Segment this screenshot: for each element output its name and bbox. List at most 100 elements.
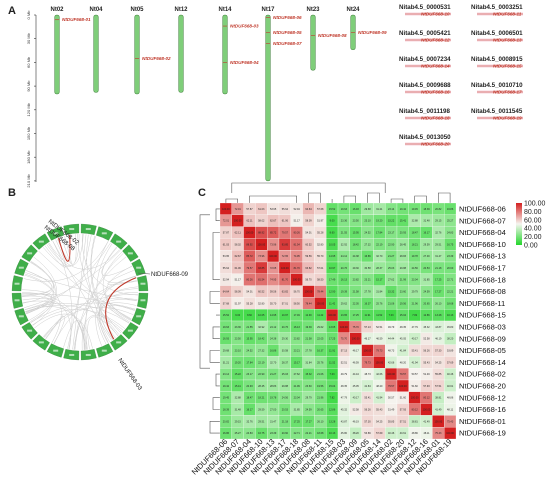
heatmap-cell-value: 88.92: [258, 232, 265, 235]
legend-tick-label: 20.00: [524, 234, 542, 241]
heatmap-cell-value: 10.05: [258, 314, 265, 317]
synteny-link: [42, 234, 80, 267]
heatmap-cell-value: 12.90: [305, 314, 312, 317]
heatmap-cell-value: 57.68: [223, 302, 230, 305]
heatmap-cell-value: 27.00: [270, 409, 277, 412]
heatmap-cell-value: 51.60: [400, 397, 407, 400]
heatmap-cell-value: 10.13: [329, 432, 336, 435]
heatmap-cell-value: 22.05: [317, 338, 324, 341]
heatmap-row-label: NtDUF668-12: [459, 393, 506, 402]
heatmap-cell-value: 56.70: [294, 291, 301, 294]
heatmap-cell-value: 46.17: [353, 350, 360, 353]
heatmap-cell-value: 15.32: [388, 291, 395, 294]
heatmap-cell-value: 29.88: [282, 385, 289, 388]
heatmap-cell-value: 31.84: [305, 361, 312, 364]
heatmap-cell-value: 7.03: [389, 314, 394, 317]
heatmap-cell-value: 58.50: [317, 279, 324, 282]
heatmap-cell-value: 54.01: [246, 291, 253, 294]
scaffold-name: Nitab4.5_0011545: [471, 108, 523, 115]
heatmap-cell-value: 47.79: [412, 326, 419, 329]
heatmap-cell-value: 15.22: [388, 220, 395, 223]
heatmap-cell-value: 62.11: [246, 220, 253, 223]
heatmap-cell-value: 46.59: [376, 338, 383, 341]
mb-tick-label: 0 Mb: [26, 10, 31, 20]
heatmap-cell-value: 7.03: [330, 373, 335, 376]
mb-tick-label: 30 Mb: [26, 32, 31, 44]
heatmap-cell-value: 16.37: [364, 302, 371, 305]
heatmap-cell-value: 46.19: [353, 420, 360, 423]
heatmap-cell-value: 40.46: [388, 432, 395, 435]
synteny-link: [101, 247, 133, 276]
heatmap-cell-value: 11.42: [317, 314, 324, 317]
heatmap-cell-value: 42.66: [376, 373, 383, 376]
heatmap-cell-value: 16.75: [258, 432, 265, 435]
heatmap-cell-value: 22.21: [447, 291, 454, 294]
heatmap-cell-value: 31.48: [235, 409, 242, 412]
heatmap-cell-value: 41.49: [435, 409, 442, 412]
heatmap-cell-value: 15.52: [329, 208, 336, 211]
heatmap-cell-value: 57.51: [400, 420, 407, 423]
heatmap-cell-value: 100.00: [399, 385, 407, 388]
legend-colorbar: [516, 203, 522, 245]
synteny-link: [52, 240, 112, 341]
heatmap-cell-value: 38.81: [412, 420, 419, 423]
heatmap-cell-value: 48.20: [376, 385, 383, 388]
heatmap-cell-value: 23.36: [235, 326, 242, 329]
heatmap-cell-value: 13.28: [329, 420, 336, 423]
heatmap-cell-value: 48.86: [447, 397, 454, 400]
segment-tag: [18, 315, 24, 318]
heatmap-cell-value: 23.17: [388, 232, 395, 235]
heatmap-cell-value: 79.57: [282, 232, 289, 235]
mb-tick-label: 60 Mb: [26, 56, 31, 68]
heatmap-cell-value: 57.69: [376, 432, 383, 435]
heatmap-cell-value: 79.73: [376, 350, 383, 353]
heatmap-cell-value: 23.50: [235, 338, 242, 341]
heatmap-cell-value: 31.47: [270, 420, 277, 423]
dendrogram-branch: [367, 192, 380, 203]
scaffold-gene-label: NtDUF668-16: [421, 90, 450, 95]
heatmap-cell-value: 10.13: [447, 314, 454, 317]
chromosome-name: Nt23: [306, 7, 320, 13]
panel-b: B NtDUF668-02NtDUF668-08NtDUF668-09NtDUF…: [8, 187, 189, 392]
dendrogram-branch: [225, 198, 238, 203]
mb-tick-label: 90 Mb: [26, 80, 31, 92]
mb-tick-label: 210 Mb: [26, 173, 31, 187]
heatmap-cell-value: 16.75: [447, 243, 454, 246]
heatmap-cell-value: 28.45: [258, 385, 265, 388]
heatmap-cell-value: 28.83: [270, 385, 277, 388]
heatmap-cell-value: 19.42: [400, 208, 407, 211]
heatmap-cell-value: 79.57: [246, 267, 253, 270]
heatmap-cell-value: 47.79: [341, 397, 348, 400]
heatmap-row-label: NtDUF668-03: [459, 323, 506, 332]
heatmap-cell-value: 25.03: [388, 267, 395, 270]
heatmap-cell-value: 19.78: [412, 255, 419, 258]
heatmap-cell-value: 32.70: [270, 361, 277, 364]
heatmap-cell-value: 29.51: [435, 243, 442, 246]
heatmap-cell-value: 20.93: [246, 385, 253, 388]
heatmap-cell-value: 23.10: [235, 350, 242, 353]
gene-label: NtDUF668-02: [142, 56, 171, 61]
synteny-link: [22, 300, 86, 350]
scaffold-name: Nitab4.5_0013050: [399, 134, 451, 141]
heatmap-cell-value: 18.47: [412, 232, 419, 235]
heatmap-cell-value: 53.89: [447, 350, 454, 353]
heatmap-cell-value: 93.85: [258, 267, 265, 270]
synteny-link: [22, 295, 72, 350]
scaffold-name: Nitab4.5_0007234: [399, 56, 451, 63]
scaffold-gene-label: NtDUF668-11: [493, 12, 522, 17]
heatmap-cell-value: 18.42: [353, 243, 360, 246]
heatmap-cell: [444, 427, 457, 440]
heatmap-cell-value: 20.82: [223, 420, 230, 423]
heatmap-cell-value: 56.70: [305, 279, 312, 282]
heatmap-cell-value: 28.37: [376, 267, 383, 270]
heatmap-cell-value: 16.13: [341, 279, 348, 282]
segment-tag: [127, 252, 133, 255]
segment-tag: [101, 349, 107, 352]
heatmap-cell-value: 13.65: [341, 314, 348, 317]
heatmap-cell-value: 51.17: [235, 279, 242, 282]
heatmap-cell-value: 17.84: [246, 361, 253, 364]
heatmap-cell-value: 18.47: [246, 397, 253, 400]
heatmap-cell-value: 12.86: [329, 409, 336, 412]
